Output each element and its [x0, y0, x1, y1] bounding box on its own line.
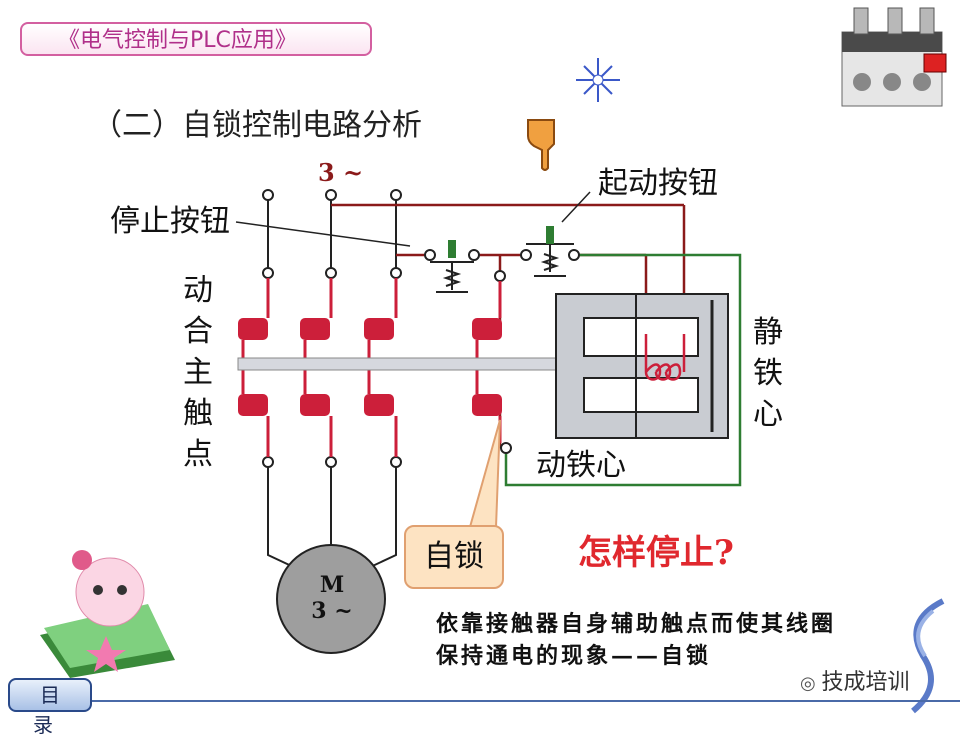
- stop-question: 怎样停止?: [578, 533, 734, 573]
- motor-phase: 3 ~: [311, 598, 353, 624]
- stop-button-label: 停止按钮: [110, 204, 230, 239]
- motor-name: M: [319, 572, 345, 598]
- moving-core-label: 动铁心: [536, 448, 626, 483]
- sparkle-icon: [576, 58, 620, 102]
- start-button-label: 起动按钮: [598, 166, 718, 201]
- self-lock-callout: 自锁: [404, 525, 504, 589]
- cartoon-mascot-image: [40, 550, 175, 678]
- menu-button[interactable]: 目录: [8, 678, 92, 737]
- motor-label: M 3 ~: [302, 572, 362, 624]
- thermal-relay-image: [841, 7, 947, 107]
- self-lock-circuit-diagram: [235, 189, 742, 654]
- definition-line-2: 保持通电的现象——自锁: [436, 643, 712, 669]
- ornament-image: [911, 598, 945, 714]
- watermark: ◎ 技成培训: [800, 664, 909, 696]
- watermark-text: 技成培训: [821, 670, 910, 695]
- main-contacts-label: 动合主触点: [183, 273, 213, 472]
- static-core-label: 静铁心: [753, 315, 783, 432]
- section-heading: （二）自锁控制电路分析: [92, 108, 422, 143]
- course-title-box: 《电气控制与PLC应用》: [20, 22, 372, 56]
- definition-line-1: 依靠接触器自身辅助触点而使其线圈: [436, 611, 837, 637]
- supply-phase-label: 3 ~: [318, 158, 364, 187]
- chat-icon: ◎: [800, 673, 822, 694]
- footer-divider: [92, 700, 960, 702]
- pointing-hand-icon: [527, 119, 555, 171]
